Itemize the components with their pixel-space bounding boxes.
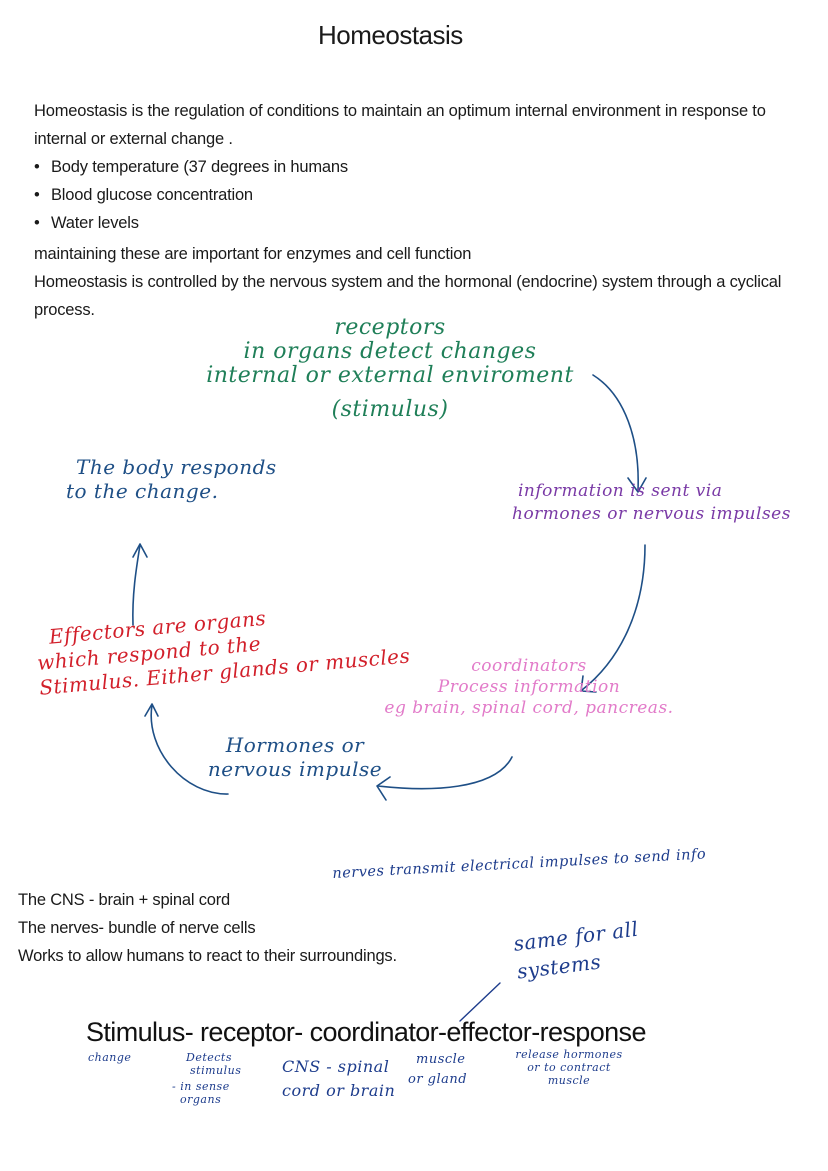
arrowhead-hormones-to-effectors bbox=[144, 703, 159, 717]
cns-definition: The CNS - brain + spinal cord bbox=[18, 891, 231, 909]
note-receptor-line-2: stimulus bbox=[190, 1064, 242, 1077]
response-line-1: The body responds bbox=[76, 455, 277, 479]
note-coordinator-line-2: cord or brain bbox=[282, 1081, 396, 1100]
information-channels: hormones or nervous impulses bbox=[512, 504, 791, 524]
pathway-sequence: Stimulus- receptor- coordinator-effector… bbox=[86, 1017, 646, 1047]
importance-note: maintaining these are important for enzy… bbox=[34, 245, 472, 263]
note-effector-line-2: or gland bbox=[408, 1072, 468, 1087]
homeostasis-definition: Homeostasis is the regulation of conditi… bbox=[34, 102, 766, 148]
same-for-all-note: same for all systems bbox=[512, 915, 643, 986]
bullet-body-temperature: Body temperature (37 degrees in humans bbox=[34, 153, 804, 181]
receptors-environment: internal or external enviroment bbox=[206, 363, 574, 388]
hormones-line-1: Hormones or bbox=[225, 733, 365, 757]
receptors-detect: in organs detect changes bbox=[243, 339, 537, 364]
note-response-line-3: muscle bbox=[547, 1074, 591, 1087]
note-coordinator: CNS - spinal cord or brain bbox=[282, 1055, 395, 1103]
nervous-system-purpose: Works to allow humans to react to their … bbox=[18, 947, 397, 965]
arrowhead-receptors-to-information bbox=[627, 477, 647, 493]
coordinators-label: coordinators Process information eg brai… bbox=[384, 656, 674, 719]
nerves-transmit-note: nerves transmit electrical impulses to s… bbox=[332, 846, 707, 882]
same-note-pointer bbox=[459, 982, 501, 1022]
arrowhead-effectors-to-response bbox=[132, 543, 148, 558]
note-receptor-line-3: - in sense bbox=[172, 1080, 230, 1093]
note-stimulus: change bbox=[88, 1051, 132, 1064]
bullet-blood-glucose: Blood glucose concentration bbox=[34, 181, 804, 209]
note-effector: muscle or gland bbox=[408, 1050, 467, 1090]
note-response-line-2: or to contract bbox=[527, 1061, 611, 1074]
information-label: information is sent via hormones or nerv… bbox=[512, 480, 791, 526]
page-title: Homeostasis bbox=[318, 20, 463, 50]
hormones-label: Hormones or nervous impulse bbox=[200, 733, 390, 781]
response-label: The body responds to the change. bbox=[66, 455, 277, 503]
nerves-definition: The nerves- bundle of nerve cells bbox=[18, 919, 256, 937]
arrow-effectors-to-response bbox=[132, 544, 141, 626]
arrowhead-coordinators-to-hormones bbox=[376, 776, 391, 801]
hormones-line-2: nervous impulse bbox=[207, 757, 383, 781]
note-response-line-1: release hormones bbox=[515, 1048, 623, 1061]
arrow-coordinators-to-hormones bbox=[377, 756, 513, 790]
coordinators-title: coordinators bbox=[471, 656, 587, 676]
bullet-water-levels: Water levels bbox=[34, 209, 804, 237]
arrow-receptors-to-information bbox=[592, 374, 639, 491]
note-receptor-line-1: Detects bbox=[186, 1051, 232, 1064]
arrowhead-information-to-coordinators bbox=[580, 675, 597, 693]
condition-list: Body temperature (37 degrees in humans B… bbox=[34, 153, 804, 237]
note-receptor: Detects stimulus - in sense organs bbox=[172, 1051, 241, 1106]
receptors-title: receptors bbox=[334, 315, 446, 340]
note-response: release hormones or to contract muscle bbox=[494, 1048, 644, 1087]
note-receptor-line-4: organs bbox=[180, 1093, 222, 1106]
cycle-arrows bbox=[132, 374, 647, 801]
coordinators-process: Process information bbox=[437, 677, 621, 697]
arrow-information-to-coordinators bbox=[581, 544, 646, 691]
coordinators-examples: eg brain, spinal cord, pancreas. bbox=[384, 698, 674, 718]
receptors-label: receptors in organs detect changes inter… bbox=[200, 316, 580, 422]
note-effector-line-1: muscle bbox=[416, 1052, 466, 1067]
arrow-hormones-to-effectors bbox=[150, 704, 229, 795]
control-note: Homeostasis is controlled by the nervous… bbox=[34, 273, 782, 319]
information-sent: information is sent via bbox=[518, 481, 723, 501]
response-line-2: to the change. bbox=[66, 479, 219, 503]
note-coordinator-line-1: CNS - spinal bbox=[282, 1057, 390, 1076]
receptors-stimulus: (stimulus) bbox=[331, 397, 449, 422]
